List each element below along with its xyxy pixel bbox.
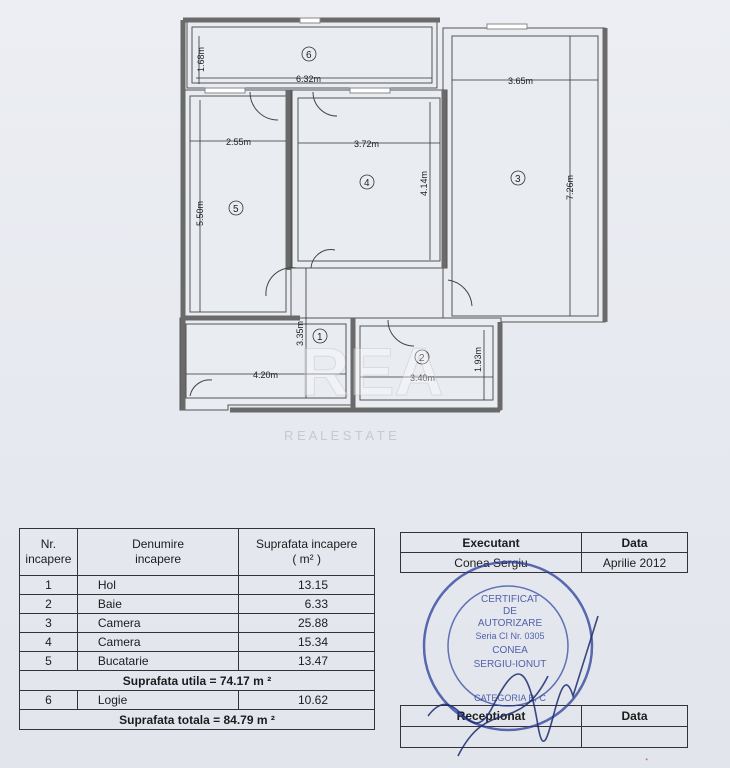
header-data: Data (581, 532, 688, 553)
stamp-text: DE (503, 606, 517, 617)
row-nr: 2 (19, 594, 78, 614)
row-nr: 6 (19, 690, 78, 710)
room-number: 1 (317, 332, 323, 343)
room-number: 5 (233, 204, 239, 215)
dim-label: 5.50m (195, 201, 205, 226)
stamp-text: Seria CI Nr. 0305 (475, 631, 544, 641)
row-area: 10.62 (238, 690, 375, 710)
dim-label: 3.40m (410, 373, 435, 383)
dim-label: 4.14m (419, 171, 429, 196)
stamp-text: CATEGORIA B, C (474, 693, 546, 703)
table-row (400, 726, 688, 748)
summary-row: Suprafata utila = 74.17 m ² (19, 670, 375, 691)
signature-icon (427, 615, 599, 757)
table-row: 2 Baie 6.33 (19, 594, 375, 614)
stamp-text: AUTORIZARE (478, 618, 543, 629)
row-area: 13.15 (238, 575, 375, 595)
dim-label: 3.65m (508, 76, 533, 86)
table-row: 6 Logie 10.62 (19, 690, 375, 710)
row-name: Baie (76, 594, 240, 614)
row-nr: 3 (19, 613, 78, 633)
table-row: 1 Hol 13.15 (19, 575, 375, 595)
row-name: Camera (76, 632, 240, 652)
dim-label: 3.35m (295, 321, 305, 346)
receptionat-date (581, 726, 688, 748)
dim-label: 7.26m (565, 175, 575, 200)
table-row: 3 Camera 25.88 (19, 613, 375, 633)
rooms-table: Nr. incapere Denumire incapere Suprafata… (19, 528, 375, 730)
header-area: Suprafata incapere ( m² ) (238, 528, 375, 576)
dim-label: 2.55m (226, 137, 251, 147)
row-area: 15.34 (238, 632, 375, 652)
stamp-text: CERTIFICAT (481, 594, 539, 605)
summary-row: Suprafata totala = 84.79 m ² (19, 709, 375, 730)
floor-plan: 1.68m 6.32m 3.65m 2.55m 3.72m 4.14m 7.26… (179, 17, 608, 413)
header-name: Denumire incapere (76, 528, 240, 576)
row-area: 25.88 (238, 613, 375, 633)
row-area: 13.47 (238, 651, 375, 671)
row-name: Logie (76, 690, 240, 710)
authorization-stamp: CERTIFICAT DE AUTORIZARE Seria CI Nr. 03… (422, 560, 650, 767)
header-executant: Executant (400, 532, 582, 553)
room-number: 2 (419, 353, 425, 364)
stamp-text: SERGIU-IONUT (474, 659, 547, 670)
table-header-row: Nr. incapere Denumire incapere Suprafata… (19, 528, 375, 576)
row-nr: 1 (19, 575, 78, 595)
dim-label: 1.93m (473, 347, 483, 372)
dim-label: 6.32m (296, 74, 321, 84)
row-name: Hol (76, 575, 240, 595)
row-area: 6.33 (238, 594, 375, 614)
row-name: Camera (76, 613, 240, 633)
executant-date: Aprilie 2012 (581, 552, 688, 573)
stamp-text: CONEA (492, 645, 528, 656)
row-nr: 5 (19, 651, 78, 671)
row-name: Bucatarie (76, 651, 240, 671)
receptionat-table: Receptionat Data (400, 705, 688, 748)
room-number: 6 (306, 50, 312, 61)
table-row: 4 Camera 15.34 (19, 632, 375, 652)
row-nr: 4 (19, 632, 78, 652)
suprafata-utila: Suprafata utila = 74.17 m ² (19, 670, 375, 691)
stamp-corner-mark: ᐧ (643, 753, 649, 767)
table-row: 5 Bucatarie 13.47 (19, 651, 375, 671)
room-number: 4 (364, 178, 370, 189)
suprafata-totala: Suprafata totala = 84.79 m ² (19, 709, 375, 730)
dim-label: 3.72m (354, 139, 379, 149)
table-header-row: Executant Data (400, 532, 688, 553)
dim-label: 1.68m (196, 47, 206, 72)
room-number: 3 (515, 174, 521, 185)
header-nr: Nr. incapere (19, 528, 78, 576)
dim-label: 4.20m (253, 370, 278, 380)
